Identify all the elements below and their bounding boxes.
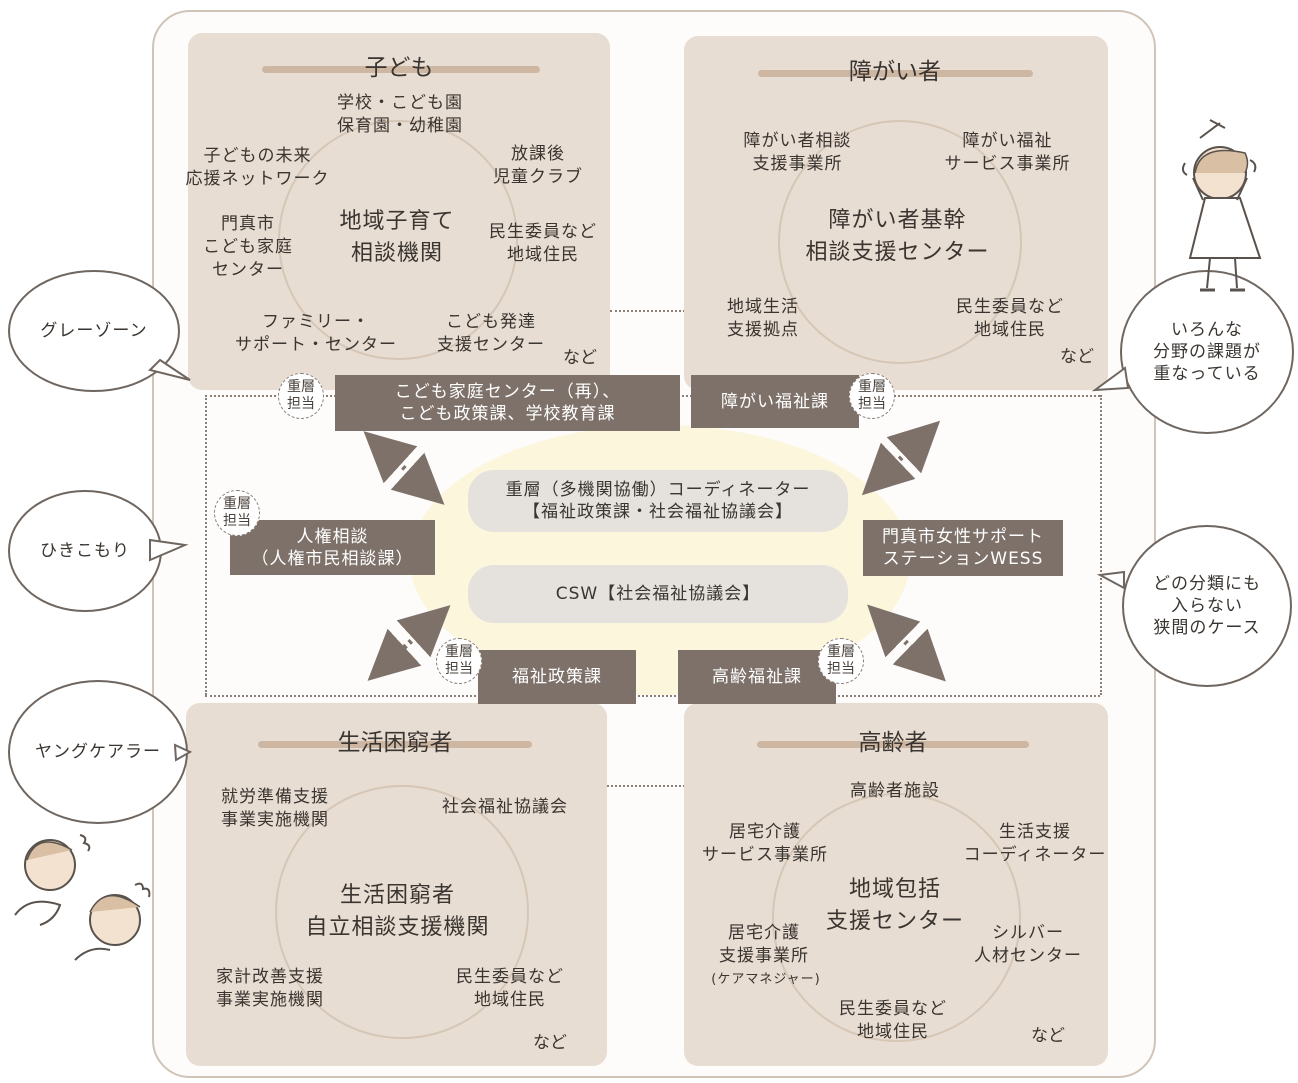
csw-box: CSW【社会福祉協議会】 [468,565,848,623]
koreisha-node-kyotaku-service: 居宅介護 サービス事業所 [702,822,828,865]
koreisha-center: 地域包括 支援センター [825,877,964,934]
dept-wess: 門真市女性サポート ステーションWESS [863,520,1063,576]
kodomo-node-minsei: 民生委員など 地域住民 [489,222,597,265]
dept-kodomo: こども家庭センター（再）、 こども政策課、学校教育課 [335,375,680,431]
young-carers-illustration [14,834,151,961]
kodomo-node-family: ファミリー・ サポート・センター [235,312,397,355]
shogai-circle [778,120,1022,364]
shogai-node-minsei: 民生委員など 地域住民 [956,297,1064,340]
shogai-center: 障がい者基幹 相談支援センター [805,208,990,265]
seikatsu-node-kakei: 家計改善支援 事業実施機関 [216,967,324,1010]
shogai-title: 障がい者 [849,59,941,85]
shogai-title-bar [758,70,1033,77]
tag-jinken: 重層 担当 [214,490,260,536]
kodomo-circle [278,120,518,360]
dept-korei: 高齢福祉課 [678,650,836,704]
koreisha-node-minsei: 民生委員など 地域住民 [839,999,947,1042]
dept-jinken: 人権相談 （人権市民相談課） [230,520,435,575]
bubble-hikikomori: ひきこもり [8,490,162,612]
kodomo-title-bar [262,66,540,73]
seikatsu-node-minsei: 民生委員など 地域住民 [456,967,564,1010]
tag-korei: 重層 担当 [818,638,864,684]
kodomo-nado: など [563,348,597,368]
dotted-line-bottom [205,695,1100,697]
arrow-top-left [363,431,445,505]
dotted-link-bottom [607,785,685,787]
kodomo-center: 地域子育て 相談機関 [339,209,455,266]
koreisha-node-kyotaku-shien: 居宅介護 支援事業所 [719,923,809,966]
tag-kodomo: 重層 担当 [278,373,324,419]
kodomo-node-hattatsu: こども発達 支援センター [437,312,545,355]
koreisha-node-caremanager: (ケアマネジャー) [711,972,821,987]
bubble-youngcarer: ヤングケアラー [8,680,188,824]
koreisha-node-silver: シルバー 人材センター [974,923,1082,966]
bubble-grayzone: グレーゾーン [8,270,180,392]
kodomo-node-school: 学校・こども園 保育園・幼稚園 [337,93,463,136]
koreisha-nado: など [1031,1026,1065,1046]
coordinator-box: 重層（多機関協働）コーディネーター 【福祉政策課・社会福祉協議会】 [468,470,848,532]
kodomo-title: 子ども [364,55,434,81]
dept-fukushi: 福祉政策課 [478,650,636,704]
dotted-line-right [1100,395,1102,695]
koreisha-node-shisetsu: 高齢者施設 [850,781,940,801]
worried-girl-illustration [1181,119,1262,292]
seikatsu-center: 生活困窮者 自立相談支援機関 [305,883,490,940]
kodomo-node-mirai: 子どもの未来 応援ネットワーク [185,146,330,189]
bubble-iron: いろんな 分野の課題が 重なっている [1120,270,1294,434]
shogai-node-soudan: 障がい者相談 支援事業所 [743,131,852,174]
koreisha-circle [772,793,1021,1042]
shogai-node-service: 障がい福祉 サービス事業所 [944,131,1071,174]
seikatsu-node-shuro: 就労準備支援 事業実施機関 [221,787,329,830]
koreisha-node-seikatsushien: 生活支援 コーディネーター [963,822,1107,865]
shogai-nado: など [1060,347,1094,367]
tag-shogai: 重層 担当 [849,373,895,419]
dotted-line-left [205,395,207,695]
seikatsu-circle [275,785,529,1039]
seikatsu-title: 生活困窮者 [337,730,453,756]
dept-shogai: 障がい福祉課 [691,375,859,428]
kodomo-node-kateicenter: 門真市 こども家庭 センター [203,214,293,280]
arrow-bottom-left [367,605,451,681]
koreisha-title-bar [757,741,1029,748]
arrow-top-right [861,420,941,496]
bubble-dono: どの分類にも 入らない 狭間のケース [1122,525,1292,687]
koreisha-title: 高齢者 [858,730,928,756]
seikatsu-node-shakyo: 社会福祉協議会 [442,797,568,817]
shogai-node-kyoten: 地域生活 支援拠点 [727,297,799,340]
dotted-link-top [610,310,685,312]
seikatsu-title-bar [258,741,532,748]
seikatsu-nado: など [533,1033,567,1053]
kodomo-node-afterschool: 放課後 児童クラブ [493,144,583,187]
arrow-bottom-right [867,604,946,682]
